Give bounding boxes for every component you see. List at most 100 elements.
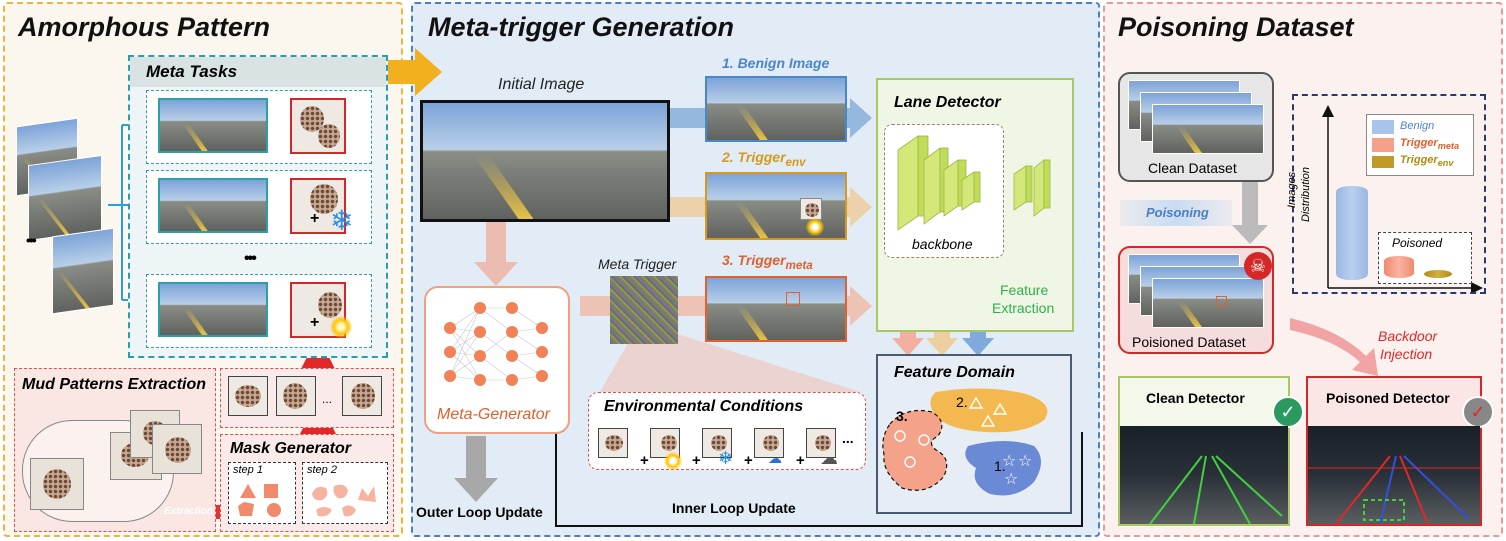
fd-label-3: 3.	[896, 408, 908, 424]
chart-bar-benign	[1336, 186, 1368, 280]
task-3-plus: +	[310, 314, 320, 331]
trigger-meta-prefix: 3. Trigger	[722, 252, 786, 268]
meta-tasks-header	[130, 57, 386, 87]
step1-label: step 1	[233, 464, 263, 476]
backdoor-label-1: Backdoor	[1378, 328, 1438, 344]
cross-icon: ✓	[1462, 396, 1494, 428]
feature-extraction-label-1: Feature	[1000, 282, 1049, 298]
env-sun-icon	[664, 452, 682, 470]
env-cloud-icon: ☁	[820, 448, 838, 468]
clean-img-3	[1152, 104, 1264, 154]
snowflake-icon: ❄	[330, 205, 354, 236]
check-icon: ✓	[1272, 396, 1304, 428]
benign-label: 1. Benign Image	[722, 55, 830, 71]
strip-mud-3	[342, 376, 382, 416]
chart-ylabel-1: Images	[1286, 171, 1298, 208]
env-plus-4: +	[796, 452, 805, 469]
env-mud-5	[806, 428, 836, 458]
trigger-meta-image	[705, 276, 847, 342]
svg-text:☆: ☆	[1004, 469, 1018, 488]
env-snow-icon: ❄	[718, 448, 734, 468]
svg-text:☆: ☆	[1018, 451, 1032, 470]
legend-benign-swatch	[1372, 120, 1394, 134]
env-rain-icon: ☁	[768, 450, 782, 466]
env-plus-3: +	[744, 452, 753, 469]
fd-label-1: 1.	[994, 458, 1006, 474]
legend-env-sub: env	[1437, 158, 1454, 169]
chart-bar-meta	[1384, 256, 1414, 278]
inner-loop-label: Inner Loop Update	[672, 500, 796, 516]
mud-photo-4	[152, 424, 202, 474]
legend-meta-prefix: Trigger	[1400, 137, 1438, 149]
strip-ellipsis: ...	[322, 392, 333, 406]
meta-generator-label: Meta-Generator	[437, 406, 550, 423]
task-2-plus: +	[310, 210, 320, 227]
poisoned-dataset-label: Poisioned Dataset	[1132, 334, 1246, 350]
task-3-road	[158, 282, 268, 337]
step2-shapes	[312, 484, 376, 517]
poisoning-label: Poisoning	[1146, 205, 1209, 220]
trigger-meta-patch	[786, 292, 800, 306]
feature-domain-label: Feature Domain	[894, 364, 1015, 381]
stack-ellipsis: •••	[26, 232, 37, 248]
task-2-road	[158, 178, 268, 233]
trigger-env-sub: env	[785, 155, 806, 169]
feat-arrow-red	[892, 330, 924, 356]
poisoned-img-patch	[1216, 296, 1227, 307]
clean-lane-lines	[1149, 455, 1283, 524]
sun-icon	[330, 316, 352, 338]
trigger-env-prefix: 2. Trigger	[722, 149, 786, 165]
legend-meta-swatch	[1372, 138, 1394, 152]
meta-generator-network	[444, 302, 548, 386]
env-ellipsis: ...	[842, 430, 854, 446]
benign-image	[705, 76, 847, 142]
env-plus-1: +	[640, 452, 649, 469]
legend-env-label: Triggerenv	[1400, 154, 1453, 168]
poisoned-detector-label: Poisoned Detector	[1326, 390, 1450, 406]
clean-detector-label: Clean Detector	[1146, 390, 1245, 406]
poisoning-title: Poisoning Dataset	[1118, 12, 1354, 42]
env-mud-1	[598, 428, 628, 458]
mask-generator-label: Mask Generator	[230, 440, 351, 457]
tasks-ellipsis: •••	[244, 250, 257, 267]
poisoning-banner	[1120, 200, 1232, 226]
poisoning-arrow	[1232, 180, 1268, 244]
task-1-road	[158, 98, 268, 153]
meta-tasks-label: Meta Tasks	[146, 62, 238, 81]
lane-detector-label: Lane Detector	[894, 94, 1001, 111]
initial-image-label: Initial Image	[498, 76, 585, 93]
backdoor-arrow	[1290, 318, 1378, 376]
svg-text:☆: ☆	[1002, 451, 1016, 470]
trigger-env-sun-icon	[806, 218, 824, 236]
task-1-mud	[290, 98, 346, 154]
backbone-blocks	[897, 135, 1051, 231]
env-plus-2: +	[692, 452, 701, 469]
step2-label: step 2	[307, 464, 337, 476]
clean-detector-image	[1120, 426, 1288, 524]
input-image-stack-2	[28, 154, 102, 242]
task-2-mud	[290, 178, 346, 234]
feature-domain-clusters: ☆☆☆	[882, 388, 1048, 496]
env-mud-4	[754, 428, 784, 458]
legend-benign-label: Benign	[1400, 120, 1435, 132]
backdoor-label-2: Injection	[1380, 346, 1433, 362]
strip-mud-1	[228, 376, 268, 416]
legend-meta-label: Triggermeta	[1400, 137, 1459, 151]
trigger-env-image	[705, 172, 847, 240]
legend-env-swatch	[1372, 156, 1394, 168]
poisoned-lane-lines	[1308, 455, 1480, 524]
meta-generator-box	[424, 286, 570, 434]
fd-label-2: 2.	[956, 394, 968, 410]
poisoned-group-label: Poisoned	[1392, 236, 1443, 250]
distribution-chart-box	[1292, 94, 1486, 294]
amber-arrow	[383, 48, 442, 96]
trigger-env-label: 2. Triggerenv	[722, 149, 806, 169]
meta-trigger-label: Meta Trigger	[598, 256, 677, 272]
meta-trigger-patch	[610, 276, 678, 344]
outer-loop-arrow	[454, 436, 498, 502]
step1-shapes	[238, 484, 281, 517]
amorphous-pattern-title: Amorphous Pattern	[18, 12, 271, 42]
trigger-meta-label: 3. Triggermeta	[722, 252, 813, 272]
meta-trigger-title: Meta-trigger Generation	[428, 12, 735, 42]
env-mud-3	[702, 428, 732, 458]
